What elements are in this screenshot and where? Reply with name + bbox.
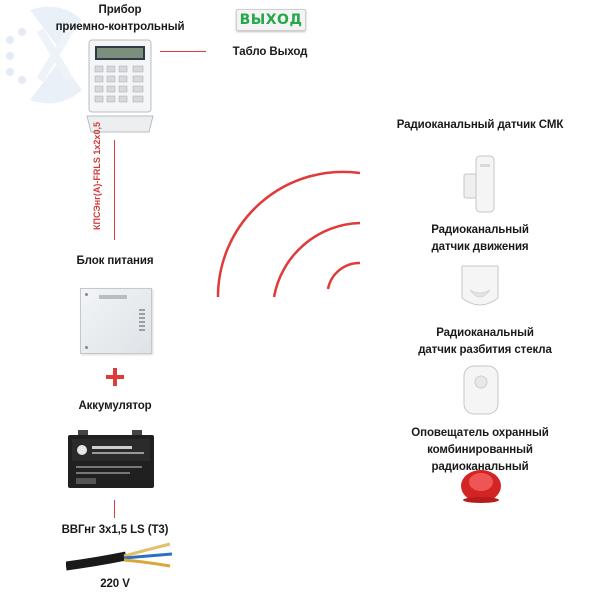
control-panel-icon (86, 39, 154, 133)
power-supply-icon (80, 288, 152, 354)
radio-waves-icon (216, 170, 361, 298)
magnetic-contact-sensor-icon (463, 155, 495, 213)
panel-to-exit-line (160, 51, 206, 52)
voltage-label: 220 V (100, 578, 130, 590)
motion-sensor-icon (461, 265, 499, 306)
sensor-label-motion: Радиоканальный датчик движения (431, 224, 529, 253)
signal-cable-label: КПСЭнг(А)-FRLS 1х2х0,5 (92, 122, 102, 230)
cable-icon (66, 542, 173, 571)
control-panel-label: Прибор приемно-контрольный (55, 4, 185, 33)
panel-to-psu-line (114, 140, 115, 240)
battery-to-cable-line (114, 500, 115, 518)
battery-label: Аккумулятор (78, 400, 152, 412)
power-cable-label: ВВГнг 3х1,5 LS (Т3) (61, 524, 169, 536)
exit-sign-text: ВЫХОД (239, 12, 303, 28)
sensor-label-siren: Оповещатель охранный комбинированный рад… (411, 427, 549, 473)
siren-icon (461, 470, 501, 503)
battery-icon (68, 430, 154, 488)
exit-sign-icon: ВЫХОД (236, 9, 306, 31)
company-logo-icon (6, 6, 82, 104)
sensor-label-glass: Радиоканальный датчик разбития стекла (418, 327, 552, 356)
sensor-label-magnetic: Радиоканальный датчик СМК (396, 119, 564, 131)
glass-break-sensor-icon (463, 365, 499, 415)
exit-sign-label: Табло Выход (232, 46, 308, 58)
power-supply-label: Блок питания (76, 255, 154, 267)
plus-icon (106, 368, 124, 386)
